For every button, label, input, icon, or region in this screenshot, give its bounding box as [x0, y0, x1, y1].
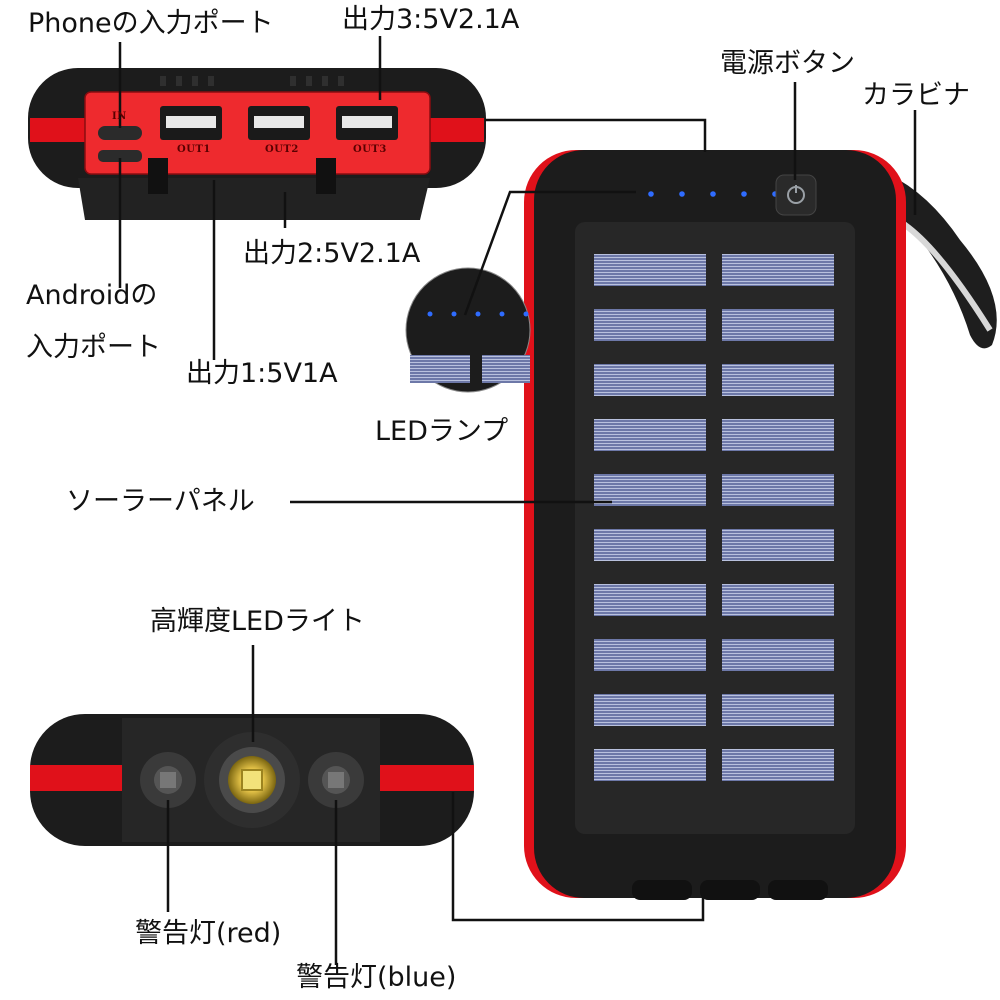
phone-input-port-label: Phoneの入力ポート [28, 8, 274, 39]
solar-cell [594, 529, 706, 561]
led-lamp-indicators [648, 191, 778, 197]
led-indicator [679, 191, 685, 197]
android-input-port-label-line1: Androidの [26, 280, 158, 311]
led-indicator [741, 191, 747, 197]
led-indicator-zoom [499, 311, 505, 317]
leader-lines [118, 36, 917, 965]
output3-label: 出力3:5V2.1A [342, 4, 520, 35]
solar-cell [722, 419, 834, 451]
in-port-label: IN [112, 111, 127, 122]
port-side-view [28, 68, 486, 220]
phone-input-port [98, 126, 142, 140]
led-indicator-zoom [475, 311, 481, 317]
solar-cell [594, 694, 706, 726]
out2-port-label: OUT2 [265, 144, 299, 155]
solar-cell [594, 419, 706, 451]
solar-power-bank [524, 150, 997, 900]
solar-cell [722, 694, 834, 726]
solar-cell [722, 749, 834, 781]
solar-cell [594, 309, 706, 341]
solar-cell [722, 364, 834, 396]
carabiner-label: カラビナ [862, 80, 970, 111]
high-brightness-led-label: 高輝度LEDライト [150, 606, 365, 637]
led-indicator [648, 191, 654, 197]
solar-cell [594, 364, 706, 396]
output2-label: 出力2:5V2.1A [243, 238, 421, 269]
solar-panel-label: ソーラーパネル [66, 486, 255, 517]
solar-cell [722, 584, 834, 616]
solar-cell [722, 474, 834, 506]
solar-cell [594, 639, 706, 671]
rubber-flap [78, 178, 430, 220]
led-lamp-label: LEDランプ [375, 416, 509, 447]
android-input-port-label-line2: 入力ポート [26, 332, 161, 363]
solar-cell [722, 254, 834, 286]
carabiner [862, 165, 997, 349]
led-lamp-zoom-inset [405, 267, 531, 393]
led-indicator-zoom [427, 311, 433, 317]
solar-cell [594, 749, 706, 781]
power-button-label: 電源ボタン [720, 48, 855, 79]
led-indicator-zoom [451, 311, 457, 317]
led-indicator [710, 191, 716, 197]
solar-cell [722, 309, 834, 341]
solar-cell [594, 254, 706, 286]
android-input-port [98, 150, 142, 162]
light-side-view [30, 714, 474, 846]
out1-port-label: OUT1 [177, 144, 211, 155]
output1-label: 出力1:5V1A [186, 358, 338, 389]
solar-cell [594, 584, 706, 616]
solar-cell [594, 474, 706, 506]
solar-cell [722, 639, 834, 671]
out3-port-label: OUT3 [353, 144, 387, 155]
warning-light-red-label: 警告灯(red) [135, 918, 282, 949]
led-indicator-zoom [523, 311, 529, 317]
power-button[interactable] [775, 174, 817, 216]
warning-light-blue-label: 警告灯(blue) [296, 962, 457, 993]
solar-cell [722, 529, 834, 561]
